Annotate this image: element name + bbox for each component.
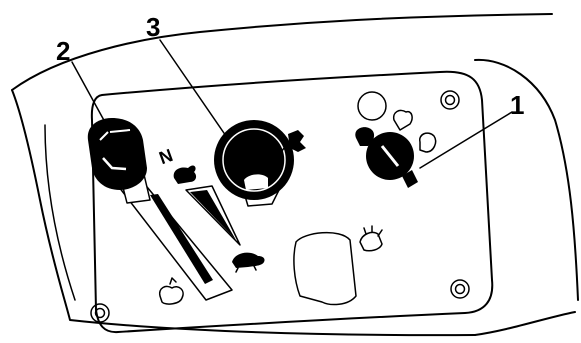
callout-3: 3	[146, 12, 160, 42]
choke-icon	[279, 130, 306, 155]
headlight-icon	[359, 225, 383, 252]
mounting-bolt-bottom-left	[90, 303, 110, 323]
speed-wedge	[185, 185, 241, 246]
dashboard-outline	[11, 13, 579, 337]
ignition-switch[interactable]	[366, 132, 418, 188]
engine-icon	[357, 91, 387, 121]
neutral-indicator: N	[156, 145, 175, 168]
key-run-icon	[419, 132, 437, 153]
headlight-switch[interactable]	[293, 231, 357, 306]
pto-icon	[158, 277, 184, 305]
choke-knob[interactable]	[214, 120, 294, 200]
mounting-bolt-bottom-right	[450, 279, 470, 299]
key-start-icon	[355, 127, 375, 146]
control-panel-plate	[90, 70, 494, 334]
mounting-bolt-top-right	[440, 90, 460, 110]
turtle-icon	[232, 252, 265, 273]
callout-1: 1	[510, 90, 524, 120]
rabbit-icon	[173, 165, 197, 184]
throttle-lever[interactable]	[87, 118, 151, 204]
key-off-icon	[392, 109, 413, 131]
callout-2: 2	[56, 36, 70, 66]
callout-leaders	[71, 39, 513, 169]
svg-text:N: N	[156, 145, 175, 168]
